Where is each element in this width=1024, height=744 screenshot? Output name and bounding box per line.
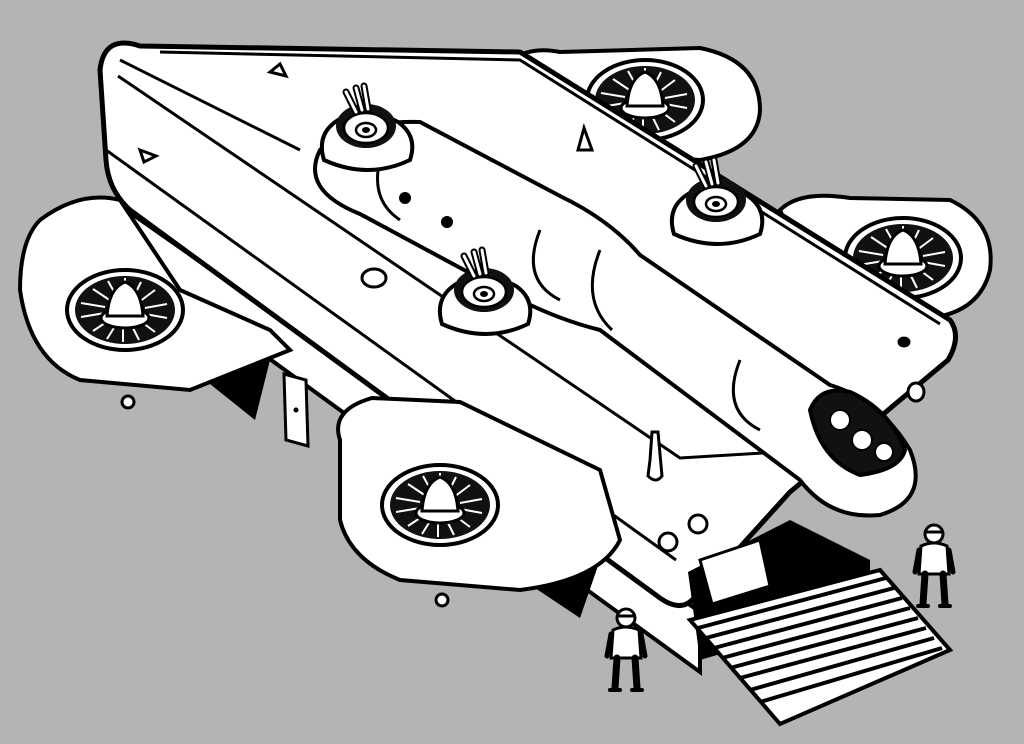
cargo-ramp — [686, 567, 954, 727]
side-door — [282, 372, 310, 448]
left-fan-icon — [65, 268, 185, 352]
front-left-fan-pod — [336, 395, 623, 608]
left-fan-pod — [17, 195, 294, 410]
hull-details — [137, 61, 926, 553]
front-left-fan-icon — [380, 463, 500, 547]
cockpit — [807, 388, 908, 478]
